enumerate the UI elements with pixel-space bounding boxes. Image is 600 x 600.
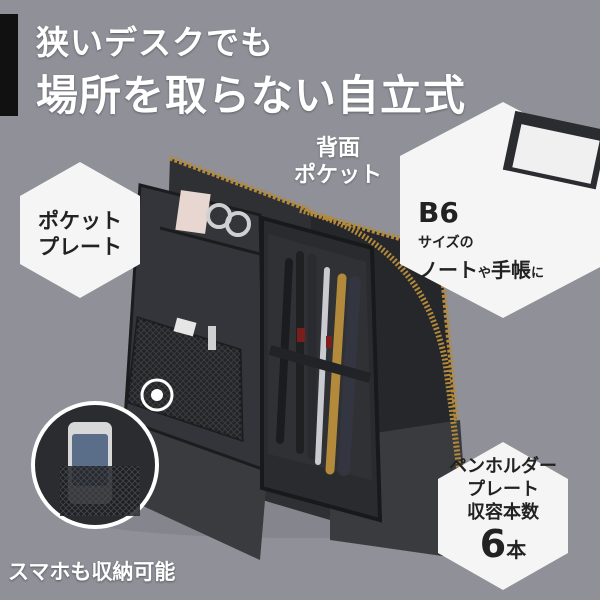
b6-label: B6 サイズの ノートや手帳に: [418, 196, 544, 283]
headline-line-1: 狭いデスクでも: [36, 23, 274, 62]
b6-line-2: サイズの: [418, 235, 474, 251]
pocket-plate-label-line-1: ポケット: [38, 209, 122, 233]
pen-count-unit: 本: [506, 538, 527, 563]
b6-ni: に: [531, 266, 545, 281]
b6-techo: 手帳: [491, 258, 532, 282]
pen-holder-line-2: プレート: [467, 479, 539, 501]
b6-line-3: ノートや手帳に: [418, 254, 544, 283]
pen-holder-line-1: ペンホルダー: [449, 456, 557, 477]
pocket-plate-label: ポケット プレート: [18, 208, 142, 261]
b6-size: B6: [418, 196, 459, 229]
smartphone-caption: スマホも収納可能: [8, 560, 176, 584]
pocket-plate-hexagon: [20, 162, 140, 298]
pen-count: 6: [479, 522, 507, 567]
b6-hexagon: [400, 102, 600, 318]
back-pocket-label: 背面 ポケット: [286, 136, 390, 190]
pen-holder-label: ペンホルダー プレート 収容本数 6本: [436, 455, 570, 566]
pen-holder-hexagon: [438, 442, 568, 590]
back-pocket-label-line-1: 背面: [315, 136, 360, 161]
pocket-plate-label-line-2: プレート: [38, 235, 122, 260]
smartphone-zoom-circle: [31, 401, 159, 529]
headline-line-2: 場所を取らない自立式: [36, 71, 467, 120]
title-accent-bar: [0, 14, 18, 116]
pen-holder-line-3: 収容本数: [467, 502, 539, 524]
callout-dot-icon: [140, 378, 174, 412]
pens: [276, 251, 361, 476]
b6-note: ノート: [418, 258, 478, 282]
back-pocket-label-line-2: ポケット: [293, 162, 382, 188]
b6-ya: や: [478, 266, 492, 281]
